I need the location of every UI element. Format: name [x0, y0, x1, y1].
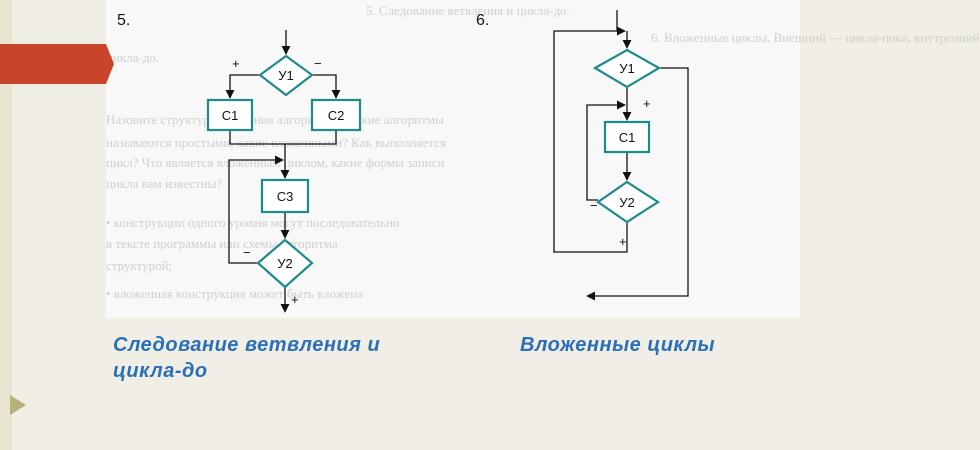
y1-plus-sign: + — [643, 96, 651, 111]
decision-y2 — [256, 238, 314, 289]
process-c3 — [260, 178, 310, 214]
process-c1 — [603, 120, 651, 154]
decision-y1 — [592, 48, 662, 89]
flowchart-6: 6. У1 С1 У2 + − + — [476, 10, 689, 301]
y2-minus-sign: − — [243, 245, 251, 260]
decision-y2 — [596, 180, 661, 224]
c1-label: С1 — [619, 130, 636, 145]
y2-label: У2 — [277, 256, 293, 271]
y2-minus-sign: − — [590, 198, 598, 213]
caption-left: Следование ветвления и цикла-до — [113, 332, 380, 384]
caption-left-line: цикла-до — [113, 360, 208, 382]
red-accent-tab — [0, 44, 114, 84]
process-c1 — [206, 98, 254, 132]
y2-plus-sign: + — [619, 234, 627, 249]
process-c2 — [310, 98, 362, 132]
figure-5-number: 5. — [117, 12, 130, 29]
flowcharts: 5. У1 С1 С2 С3 У2 + − − + 6. — [117, 10, 689, 313]
y2-label: У2 — [619, 195, 635, 210]
c3-label: С3 — [277, 189, 294, 204]
caption-left-line: Следование ветвления и — [113, 334, 381, 356]
y1-plus-sign: + — [232, 56, 240, 71]
figure-6-number: 6. — [476, 12, 489, 29]
bg-text-line: • вложенная конструкция может быть вложе… — [106, 286, 363, 301]
bg-text-line: структурой; — [106, 258, 173, 273]
bg-text-line: называются простыми, какие вложенными? К… — [106, 135, 446, 150]
c1-label: С1 — [222, 108, 239, 123]
y1-minus-sign: − — [314, 56, 322, 71]
y1-label: У1 — [278, 68, 294, 83]
caption-right: Вложенные циклы — [520, 334, 716, 356]
left-decor-bar — [0, 0, 12, 450]
decorative-arrow-icon — [10, 395, 26, 415]
flowchart-5: 5. У1 С1 С2 С3 У2 + − − + — [117, 12, 362, 313]
decision-y1 — [258, 54, 314, 97]
bg-text-line: цикла-до. — [106, 50, 160, 65]
c2-label: С2 — [328, 108, 345, 123]
bg-text-line: 5. Следование ветвления и цикла-до. — [366, 3, 570, 18]
y2-plus-sign: + — [291, 292, 299, 307]
y1-label: У1 — [619, 61, 635, 76]
bg-text-line: 6. Вложенные циклы. Внешний — цикла-пока… — [651, 30, 980, 45]
bg-text-line: цикла вам известны? — [106, 176, 223, 191]
bg-text-line: • конструкции одного уровня могут послед… — [106, 215, 400, 230]
